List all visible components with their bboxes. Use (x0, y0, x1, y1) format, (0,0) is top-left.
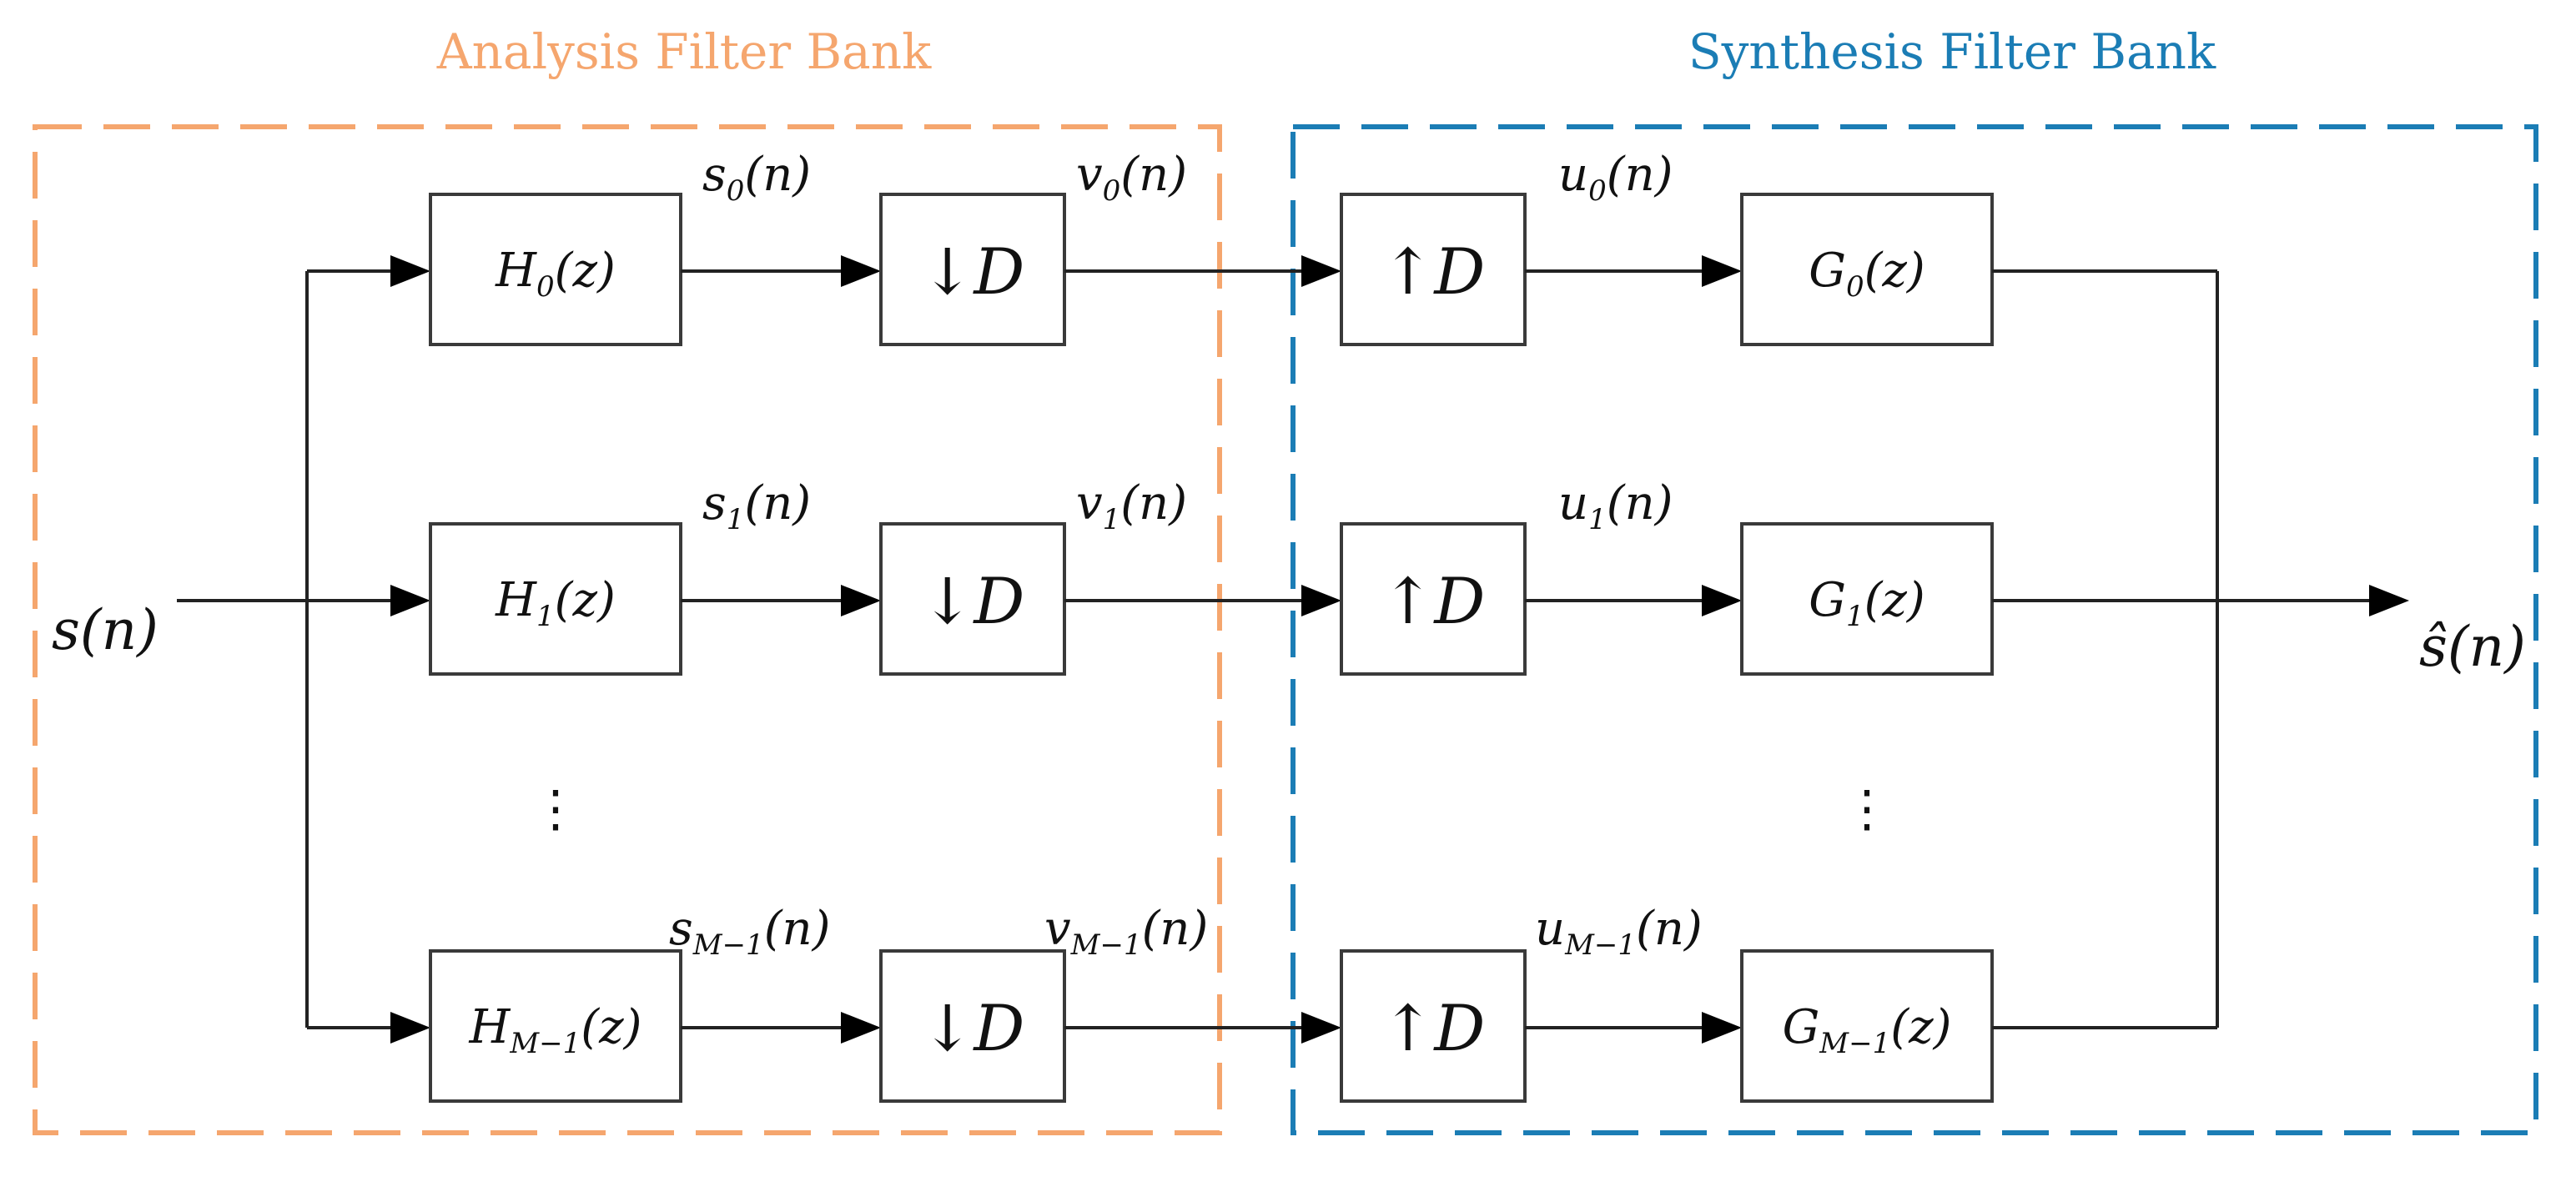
filter-g1-label: G1(z) (1809, 573, 1925, 633)
synthesis-title: Synthesis Filter Bank (1688, 23, 2216, 80)
arrow-to-down0 (841, 255, 881, 287)
upsampler-0-label: ↑D (1381, 234, 1486, 309)
analysis-ellipsis: ⋮ (531, 780, 581, 838)
upsampler-1 (1340, 522, 1527, 676)
v0-label: v0(n) (1076, 148, 1187, 208)
downsampler-1 (879, 522, 1066, 676)
output-arrow (2369, 585, 2409, 616)
v1-label: v1(n) (1076, 476, 1187, 536)
analysis-filter-hm (429, 949, 682, 1103)
filter-hm-label: HM−1(z) (469, 1000, 642, 1060)
downsampler-1-label: ↓D (921, 564, 1025, 638)
u0-label: u0(n) (1558, 148, 1673, 208)
upsampler-1-label: ↑D (1381, 564, 1486, 638)
arrow-to-upm (1301, 1012, 1341, 1044)
upsampler-m (1340, 949, 1527, 1103)
arrow-to-g1 (1702, 585, 1742, 616)
arrow-to-downm (841, 1012, 881, 1044)
filter-g0-label: G0(z) (1809, 244, 1925, 304)
synthesis-filter-g1 (1740, 522, 1994, 676)
analysis-filter-h0 (429, 193, 682, 346)
upsampler-m-label: ↑D (1381, 991, 1486, 1065)
arrow-to-gm (1702, 1012, 1742, 1044)
sm-label: sM−1(n) (669, 902, 830, 962)
arrow-to-up1 (1301, 585, 1341, 616)
analysis-filter-h1 (429, 522, 682, 676)
s0-label: s0(n) (702, 148, 811, 208)
synthesis-filter-g0 (1740, 193, 1994, 346)
vm-label: vM−1(n) (1044, 902, 1208, 962)
analysis-title: Analysis Filter Bank (436, 23, 932, 80)
u1-label: u1(n) (1558, 476, 1673, 536)
filter-h0-label: H0(z) (495, 244, 616, 304)
synthesis-ellipsis: ⋮ (1842, 780, 1892, 838)
arrow-to-hm (390, 1012, 430, 1044)
downsampler-m-label: ↓D (921, 991, 1025, 1065)
arrow-to-up0 (1301, 255, 1341, 287)
arrow-to-g0 (1702, 255, 1742, 287)
input-signal-label: s(n) (52, 598, 158, 662)
synthesis-region-border (1291, 124, 2538, 1135)
output-signal-label: ŝ(n) (2419, 615, 2526, 679)
um-label: uM−1(n) (1535, 902, 1703, 962)
downsampler-0 (879, 193, 1066, 346)
analysis-region-border (33, 124, 1222, 1135)
downsampler-0-label: ↓D (921, 234, 1025, 309)
upsampler-0 (1340, 193, 1527, 346)
filter-h1-label: H1(z) (495, 573, 616, 633)
synthesis-filter-gm (1740, 949, 1994, 1103)
s1-label: s1(n) (702, 476, 811, 536)
arrow-to-h1 (390, 585, 430, 616)
arrow-to-down1 (841, 585, 881, 616)
filter-gm-label: GM−1(z) (1783, 1000, 1952, 1060)
arrow-to-h0 (390, 255, 430, 287)
